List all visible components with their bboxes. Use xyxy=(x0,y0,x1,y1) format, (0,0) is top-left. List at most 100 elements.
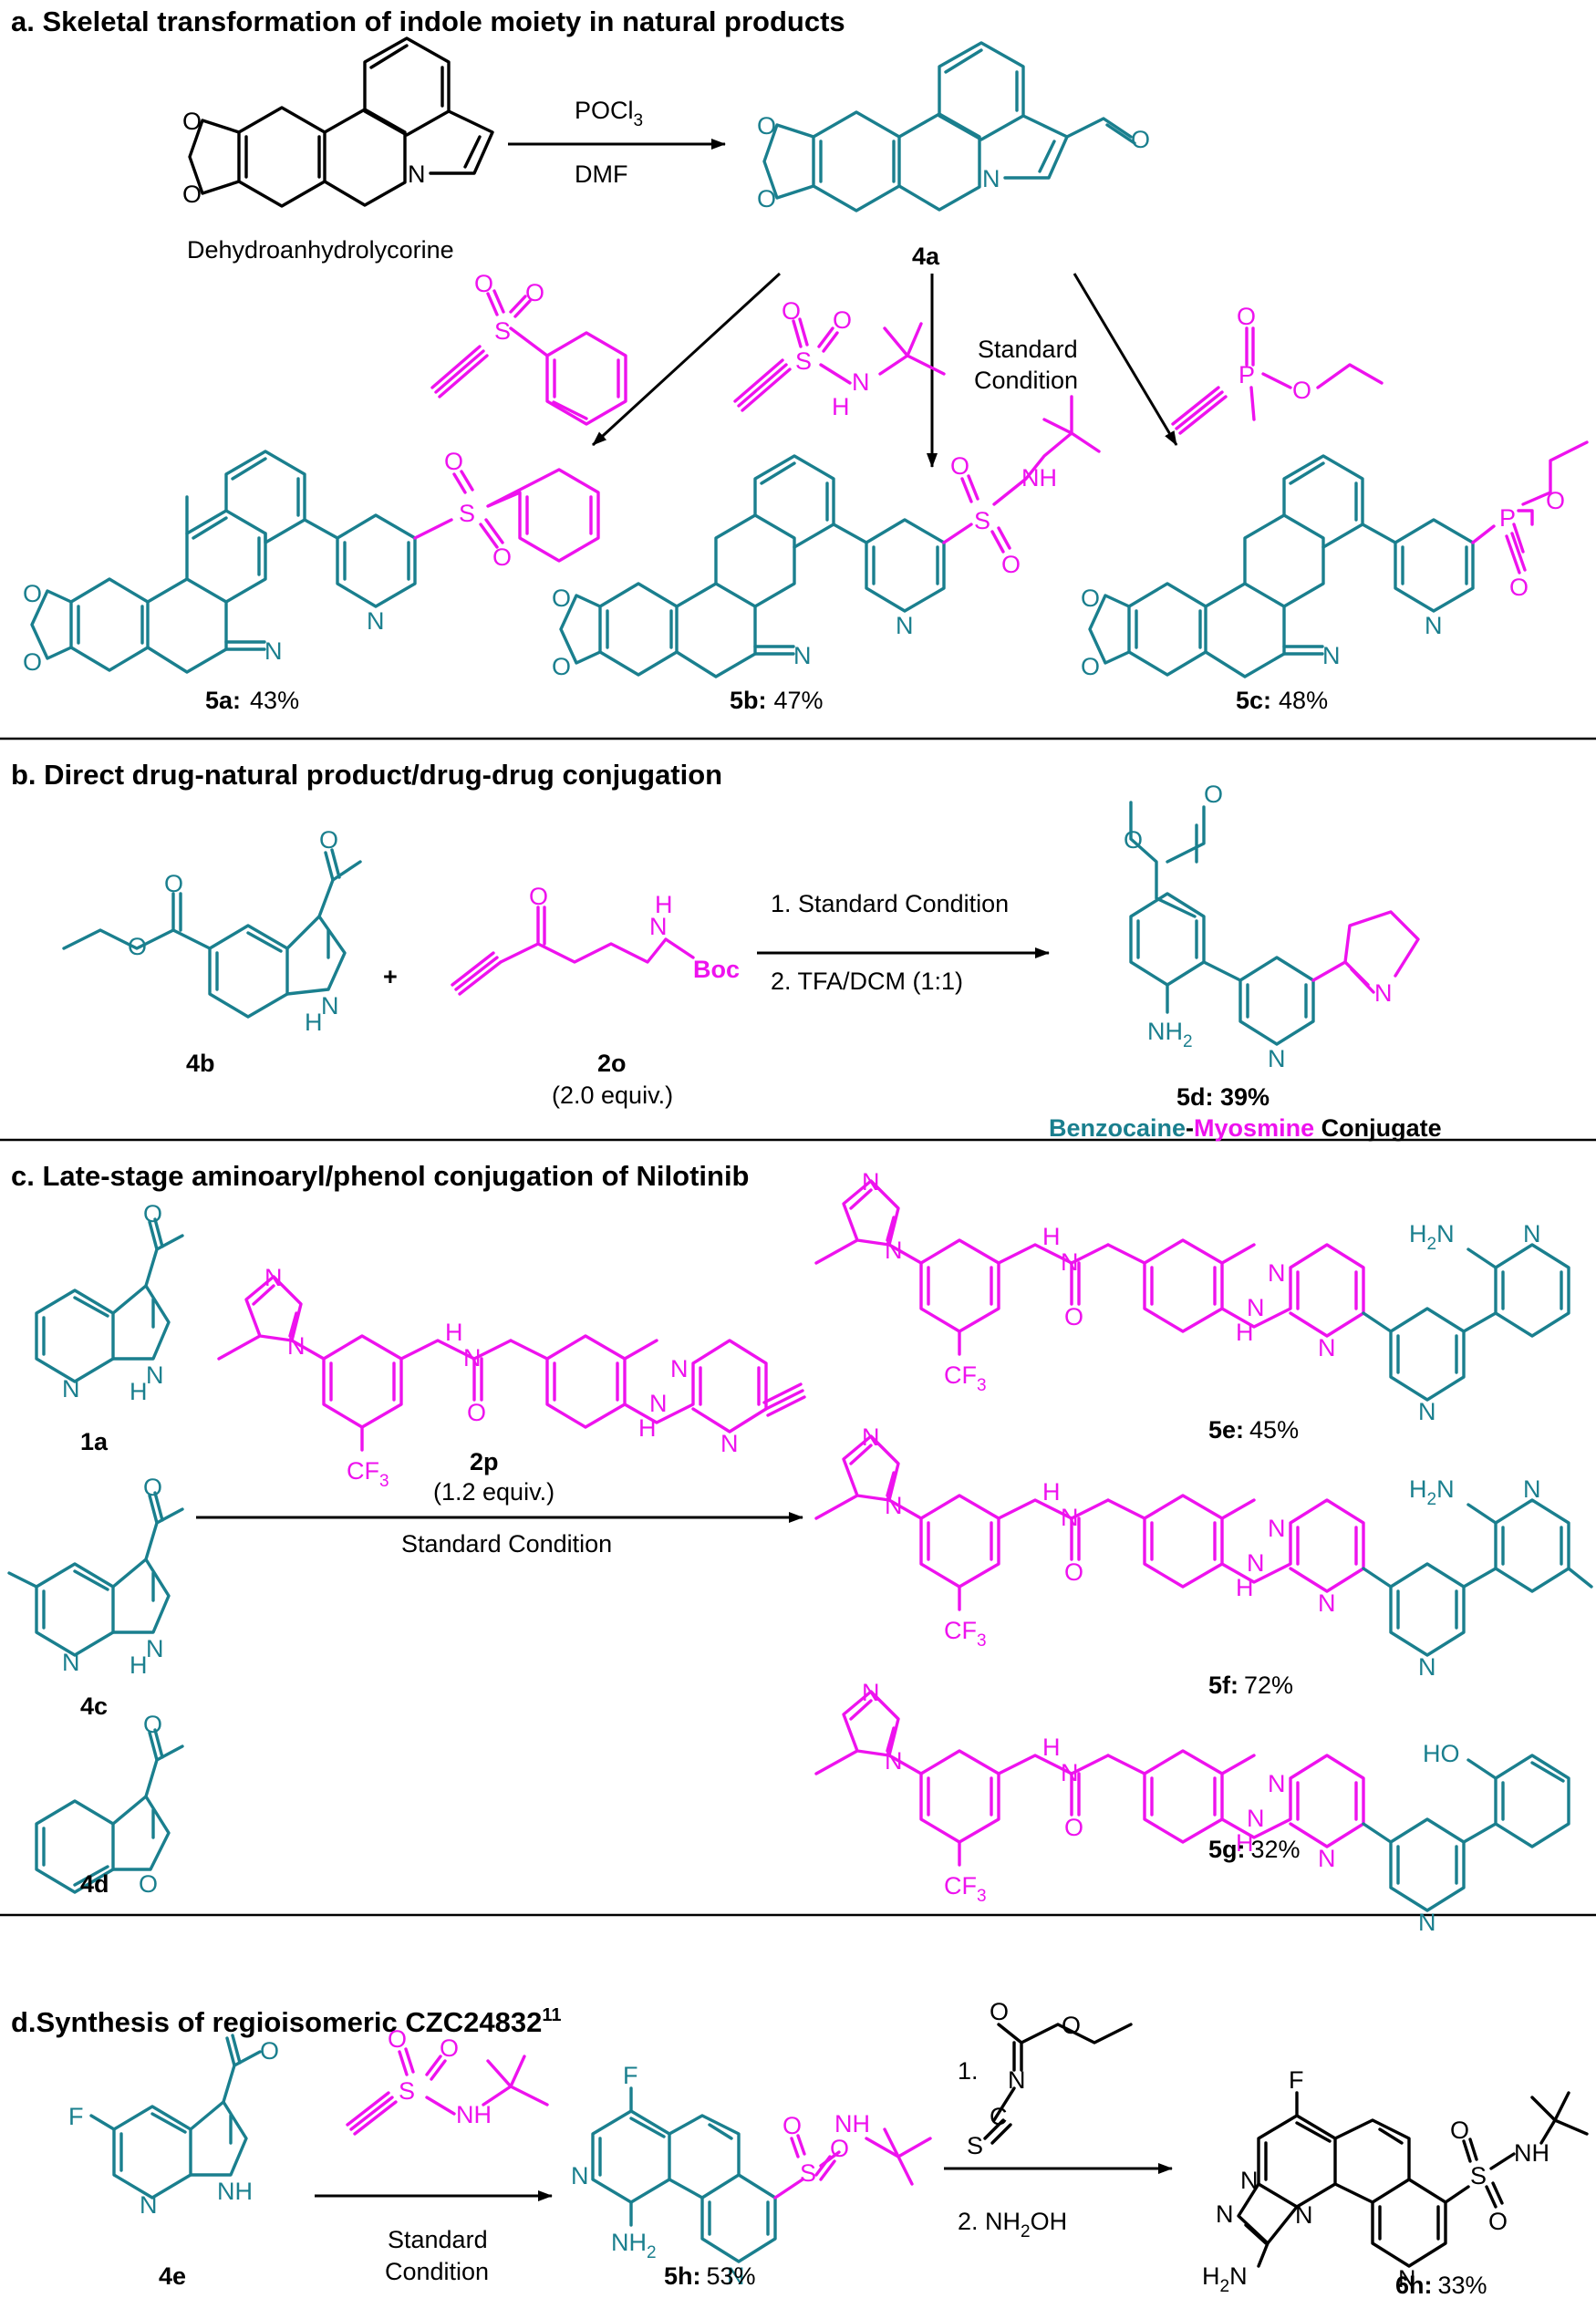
section-c-title: c. Late-stage aminoaryl/phenol conjugati… xyxy=(11,1160,750,1192)
label-6h: 6h:33% xyxy=(1395,2272,1487,2298)
n-atom: N xyxy=(862,1679,880,1706)
product-5f-structure: N N H N O N H N N CF3 N N H2N xyxy=(814,1423,1593,1681)
o-atom: O xyxy=(1237,303,1256,330)
n-atom: N xyxy=(852,368,870,396)
arrow-to-5c xyxy=(1073,273,1178,446)
n-atom: N xyxy=(1247,1549,1265,1577)
n-atom: N xyxy=(885,1747,903,1775)
o-atom: O xyxy=(492,543,512,571)
compound-6h-structure: F N N N H2N N S O O NH xyxy=(1202,2066,1589,2296)
h-atom: H xyxy=(638,1414,657,1442)
nh-atom: NH xyxy=(1021,464,1057,492)
product-5g-structure: N N H N O N H N N CF3 N HO xyxy=(814,1679,1570,1936)
s-atom: S xyxy=(459,500,475,527)
equiv-2p: (1.2 equiv.) xyxy=(433,1478,554,1506)
o-atom: O xyxy=(260,2037,279,2065)
n-atom: N xyxy=(862,1423,880,1451)
h2n-group: H2N xyxy=(1202,2262,1248,2296)
o-atom: O xyxy=(388,2025,407,2053)
label-5e: 5e:45% xyxy=(1208,1416,1299,1444)
n-atom: N xyxy=(1247,1805,1265,1832)
o-atom: O xyxy=(1546,487,1565,514)
o-atom: O xyxy=(164,870,183,897)
n-atom: N xyxy=(264,637,283,665)
n-atom: N xyxy=(720,1430,739,1457)
cond-condition: Condition xyxy=(974,367,1078,394)
o-atom: O xyxy=(830,2135,849,2162)
n-atom: N xyxy=(1374,979,1393,1007)
compound-4d-structure: O O xyxy=(35,1711,184,1898)
nh-atom: NH xyxy=(456,2101,492,2128)
n-atom: N xyxy=(1295,2201,1313,2229)
step2-b: 2. TFA/DCM (1:1) xyxy=(771,968,963,995)
h-atom: H xyxy=(445,1319,463,1346)
o-atom: O xyxy=(1450,2117,1469,2144)
section-a-title: a. Skeletal transformation of indole moi… xyxy=(11,5,845,37)
compound-1a-structure: O N N H xyxy=(35,1200,184,1405)
compound-4e-structure: F O N NH xyxy=(68,2034,279,2219)
h2n-group: H2N xyxy=(1409,1220,1455,1254)
h-atom: H xyxy=(1236,1574,1254,1601)
o-atom: O xyxy=(143,1711,162,1738)
n-atom: N xyxy=(140,2191,158,2219)
cond-standard: Standard xyxy=(978,336,1078,363)
step2-d: 2. NH2OH xyxy=(958,2208,1067,2241)
o-atom: O xyxy=(1509,574,1529,601)
nh-atom: NH xyxy=(1514,2139,1549,2167)
h-atom: H xyxy=(832,393,850,420)
h-atom: H xyxy=(305,1009,323,1036)
product-5e-structure: N N H N O N H N N CF3 N N H2N xyxy=(814,1168,1570,1425)
n-atom: N xyxy=(885,1237,903,1264)
n-atom: N xyxy=(1061,1504,1079,1531)
o-atom: O xyxy=(990,1998,1009,2025)
compound-4c-structure: O N N H xyxy=(7,1474,184,1679)
n-atom: N xyxy=(287,1332,306,1360)
label-5h: 5h:53% xyxy=(664,2262,756,2290)
alkyne-phosphinate: P O O xyxy=(1171,303,1384,435)
h-atom: H xyxy=(1236,1829,1254,1857)
conjugate-caption: Benzocaine-Myosmine Conjugate xyxy=(1049,1114,1442,1142)
label-4d: 4d xyxy=(80,1870,109,1898)
n-atom: N xyxy=(649,913,668,940)
start-material-name: Dehydroanhydrolycorine xyxy=(187,236,454,264)
n-atom: N xyxy=(649,1390,668,1417)
o-atom: O xyxy=(1131,126,1150,153)
s-atom: S xyxy=(494,317,511,345)
reagent-dmf: DMF xyxy=(575,160,627,188)
n-atom: N xyxy=(1268,1045,1286,1072)
n-atom: N xyxy=(1418,1398,1436,1425)
product-5d-structure: O O NH2 N N xyxy=(1124,781,1420,1072)
o-atom: O xyxy=(833,306,852,334)
step1-b: 1. Standard Condition xyxy=(771,890,1009,917)
label-4a: 4a xyxy=(912,243,940,270)
label-5d: 5d: 39% xyxy=(1176,1083,1270,1111)
o-atom: O xyxy=(182,181,202,208)
s-atom: S xyxy=(974,507,990,534)
alkyne-tbu-sulfonamide: S O O N H xyxy=(733,297,946,420)
label-4c: 4c xyxy=(80,1692,108,1720)
label-5f: 5f:72% xyxy=(1208,1672,1293,1699)
o-atom: O xyxy=(440,2034,459,2062)
alkyne-phenylsulfonyl: S O O xyxy=(430,270,627,426)
f-atom: F xyxy=(623,2062,638,2089)
compound-5h-structure: F N NH2 N S O O NH xyxy=(571,2062,932,2290)
o-atom: O xyxy=(139,1870,158,1898)
o-atom: O xyxy=(182,108,202,135)
f-atom: F xyxy=(1289,2066,1304,2094)
n-atom: N xyxy=(146,1635,164,1662)
s-atom: S xyxy=(399,2077,415,2105)
o-atom: O xyxy=(1488,2208,1508,2235)
label-4e: 4e xyxy=(159,2262,186,2290)
n-atom: N xyxy=(1268,1259,1286,1287)
o-atom: O xyxy=(1062,2012,1081,2039)
n-atom: N xyxy=(463,1344,482,1372)
n-atom: N xyxy=(1398,2265,1416,2293)
s-atom: S xyxy=(800,2159,816,2187)
s-atom: S xyxy=(795,347,812,375)
h-atom: H xyxy=(1042,1223,1061,1250)
o-atom: O xyxy=(1124,826,1143,854)
n-atom: N xyxy=(1268,1770,1286,1797)
product-5c-structure: O O N N P O O xyxy=(1081,440,1589,680)
